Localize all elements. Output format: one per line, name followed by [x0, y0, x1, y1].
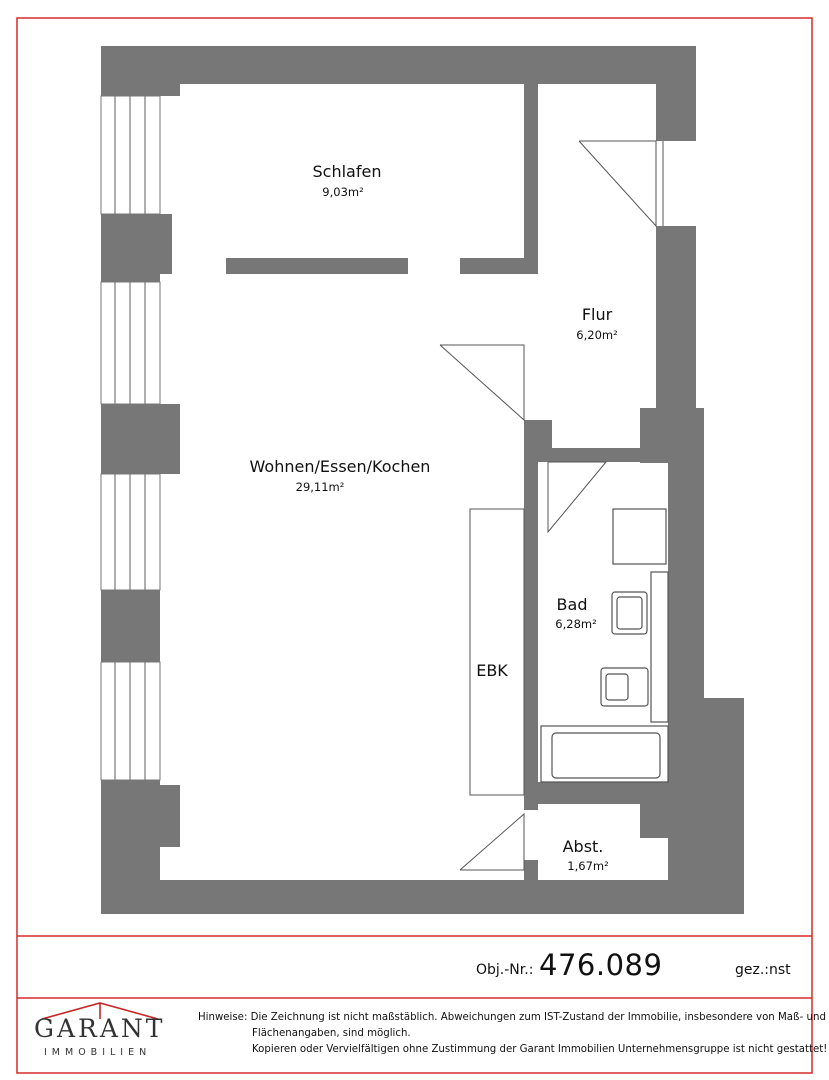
bath-fixtures: [540, 508, 669, 783]
wall-flur-bad: [538, 448, 668, 462]
bath-wall-strip: [650, 571, 669, 723]
room-name-flur: Flur: [582, 305, 613, 324]
kitchen-counter: [469, 508, 525, 796]
washbasin-inner: [616, 596, 643, 630]
room-area-bad: 6,28m²: [555, 617, 596, 631]
window-mullions: [114, 96, 146, 780]
walls: [101, 46, 744, 914]
wall-bad-abst: [524, 782, 668, 804]
wall-right-mid: [656, 226, 696, 416]
toilet-inner: [605, 673, 629, 701]
wall-right-lower: [668, 408, 704, 708]
room-name-abst: Abst.: [563, 837, 604, 856]
wall-flur-bad-left: [524, 420, 552, 462]
wall-bottom: [101, 880, 744, 914]
wall-interior-upper: [524, 84, 538, 264]
logo-roof-icon: [41, 1002, 159, 1020]
wall-top: [101, 46, 696, 84]
wall-interior-bottom-stub: [524, 860, 538, 880]
pier-3: [101, 785, 180, 847]
room-name-schlafen: Schlafen: [313, 162, 382, 181]
wall-abst-east: [668, 700, 744, 914]
door-abst: [459, 812, 525, 871]
entrance-door: [578, 140, 664, 228]
kitchen-label: EBK: [476, 661, 508, 680]
bathtub-inner: [551, 732, 661, 779]
room-name-bad: Bad: [557, 595, 588, 614]
door-bad: [547, 461, 608, 534]
wall-interior-kitchen: [524, 510, 538, 810]
pier-1: [101, 84, 180, 96]
wall-right-upper: [656, 46, 696, 141]
room-name-wohnen: Wohnen/Essen/Kochen: [250, 457, 431, 476]
page-frame: [16, 17, 813, 1074]
room-area-abst: 1,67m²: [567, 859, 608, 873]
wall-partition-mid: [226, 258, 408, 274]
wall-partition-right: [460, 258, 538, 274]
room-area-flur: 6,20m²: [576, 328, 617, 342]
wall-fills-between-windows: [101, 214, 172, 662]
room-area-schlafen: 9,03m²: [322, 185, 363, 199]
door-flur-wohnen: [439, 344, 525, 422]
pier-2: [101, 404, 180, 474]
shower-tray: [612, 508, 667, 565]
room-labels: Schlafen 9,03m² Flur 6,20m² Wohnen/Essen…: [250, 162, 618, 873]
room-area-wohnen: 29,11m²: [296, 480, 345, 494]
